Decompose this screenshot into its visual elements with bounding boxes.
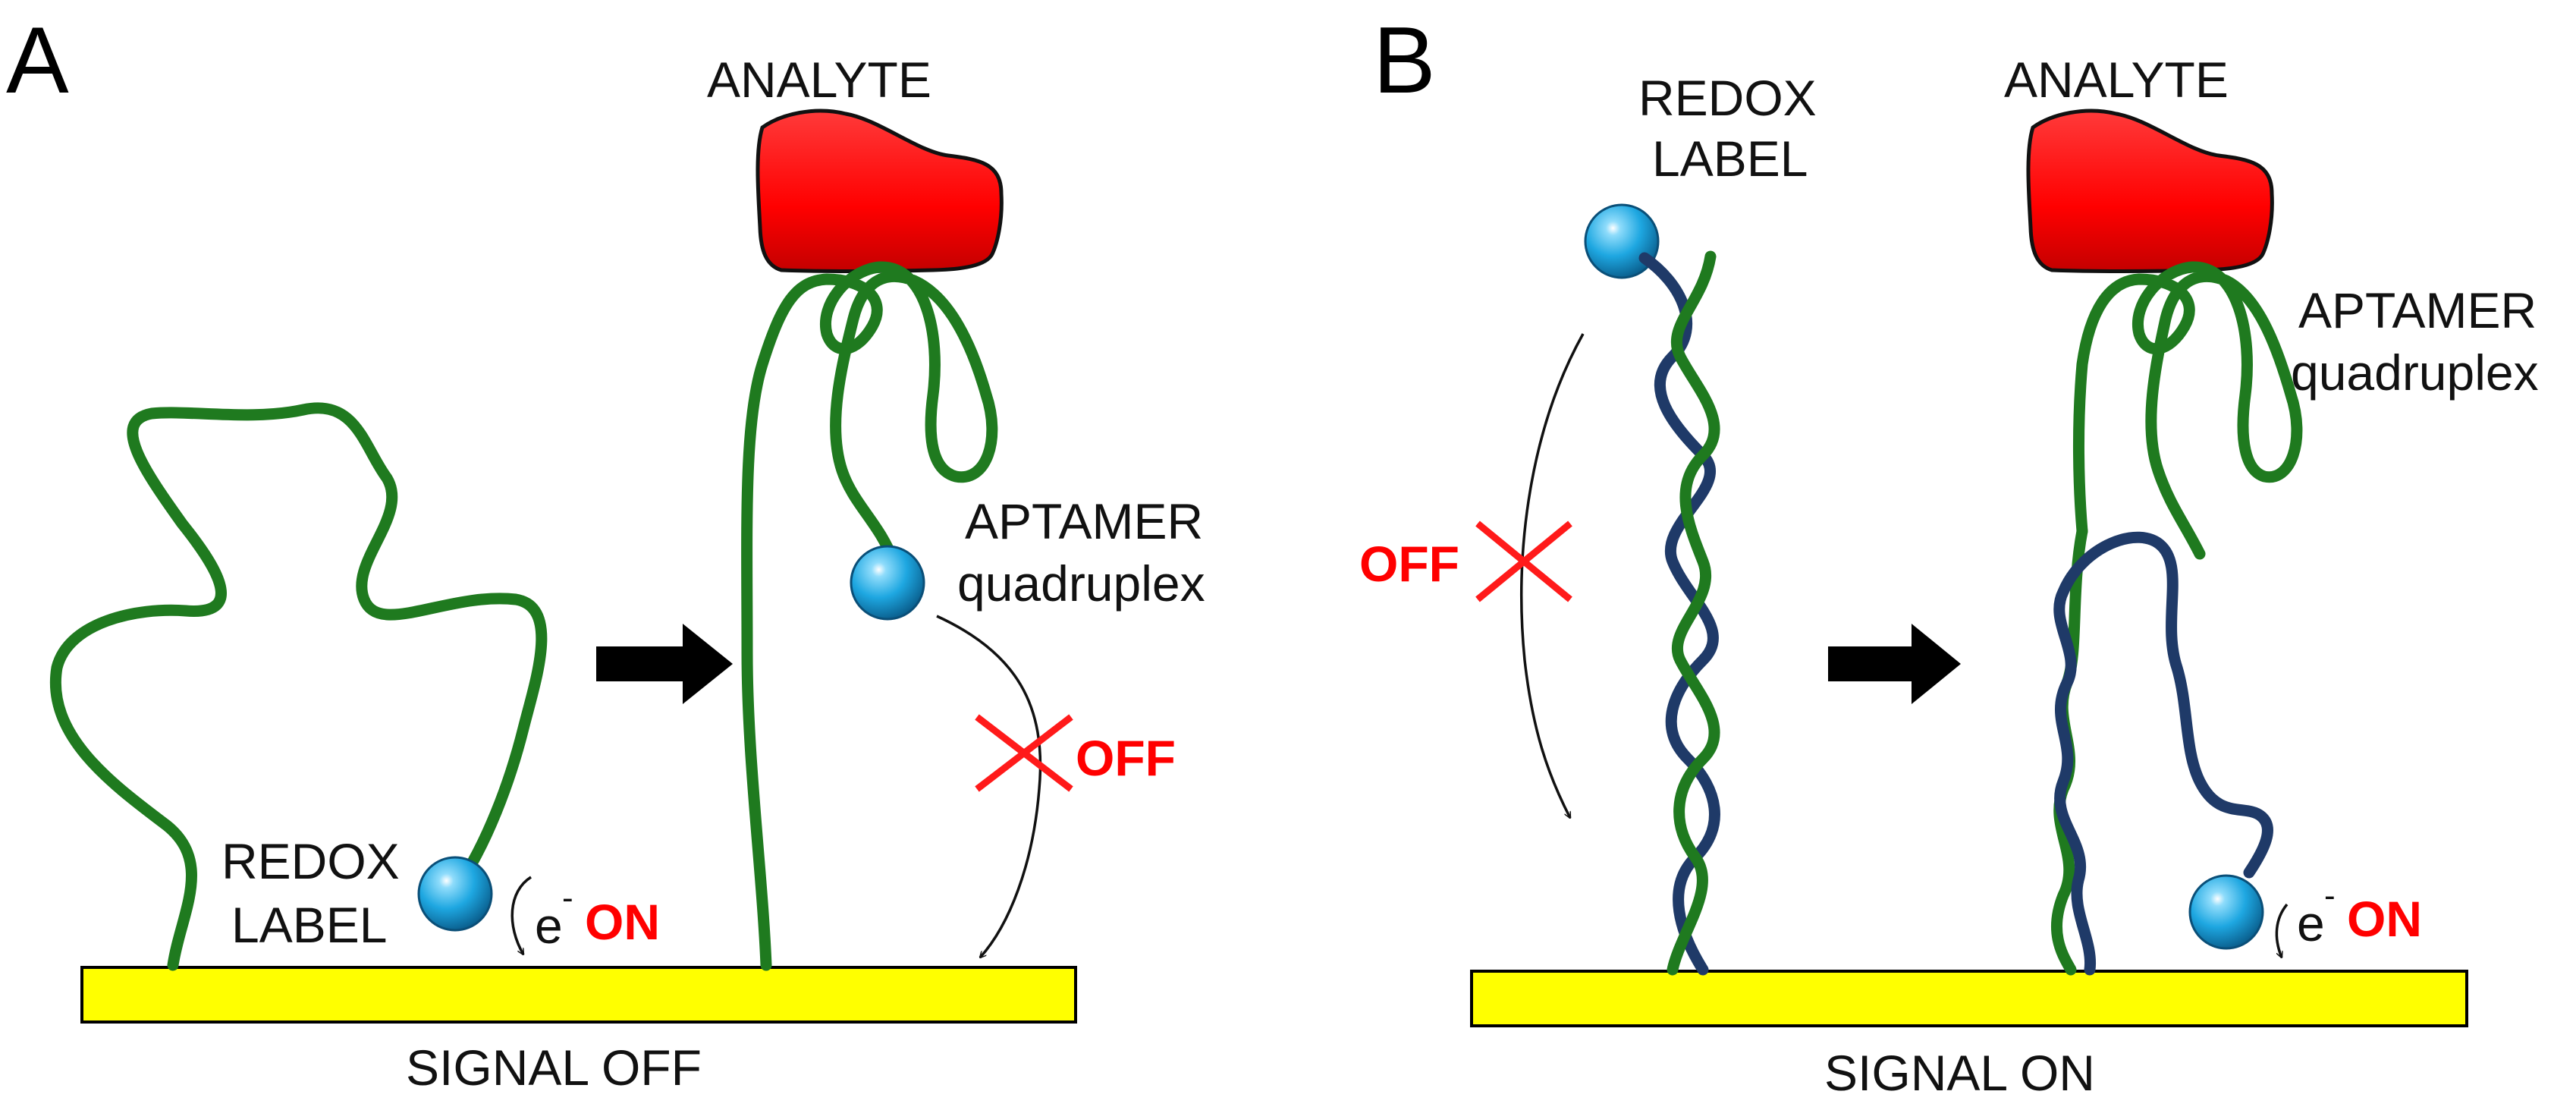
state-on-a: ON bbox=[585, 894, 660, 950]
state-on-b: ON bbox=[2347, 891, 2422, 947]
panel-a: A REDOX LABEL e - ON ANALYTE APTAMER qua… bbox=[6, 8, 1205, 1096]
analyte-b bbox=[2026, 108, 2274, 273]
electrode-a bbox=[80, 966, 1077, 1024]
right-arrow-icon bbox=[596, 624, 733, 704]
aptamer-label-b1: APTAMER bbox=[2298, 282, 2537, 338]
electron-symbol-a: e bbox=[535, 898, 563, 954]
blocked-cross-icon bbox=[975, 714, 1073, 792]
panel-b-letter: B bbox=[1373, 8, 1436, 113]
caption-a: SIGNAL OFF bbox=[406, 1039, 702, 1096]
state-off-b: OFF bbox=[1359, 536, 1459, 592]
redox-label-text-b1: REDOX bbox=[1638, 70, 1817, 126]
redox-label-ball-a bbox=[417, 856, 493, 932]
state-off-a: OFF bbox=[1076, 730, 1176, 786]
blocked-transfer-arrow-icon-b bbox=[1520, 333, 1585, 818]
unfolded-aptamer-strand bbox=[49, 402, 548, 971]
electron-transfer-arrow-icon-b bbox=[2275, 903, 2289, 958]
analyte-label-b: ANALYTE bbox=[2004, 52, 2229, 108]
folded-aptamer-strand-b bbox=[2072, 261, 2303, 560]
electron-symbol-b: e bbox=[2297, 895, 2325, 951]
analyte-label-a: ANALYTE bbox=[707, 52, 931, 108]
electron-charge-a: - bbox=[562, 879, 573, 917]
complementary-strand-b2 bbox=[2053, 531, 2273, 976]
panel-a-letter: A bbox=[6, 8, 69, 113]
analyte-a bbox=[756, 108, 1004, 273]
right-arrow-icon-b bbox=[1828, 624, 1961, 704]
aptamer-label-a2: quadruplex bbox=[957, 555, 1205, 612]
caption-b: SIGNAL ON bbox=[1824, 1045, 2095, 1101]
aptamer-label-a1: APTAMER bbox=[965, 493, 1203, 549]
electron-charge-b: - bbox=[2324, 877, 2336, 914]
electron-transfer-arrow-icon bbox=[510, 876, 532, 954]
redox-label-text-a2: LABEL bbox=[231, 897, 387, 953]
redox-label-text-b2: LABEL bbox=[1652, 131, 1808, 187]
blocked-transfer-arrow-icon bbox=[936, 615, 1042, 958]
aptamer-strand-b bbox=[1667, 250, 1720, 976]
redox-label-text-a1: REDOX bbox=[221, 833, 400, 889]
panel-b: B REDOX LABEL OFF ANALYTE APTAMER quadru… bbox=[1359, 8, 2539, 1101]
folded-aptamer-strand-a bbox=[741, 261, 998, 971]
redox-label-ball-b2 bbox=[2188, 874, 2264, 950]
redox-label-ball-a2 bbox=[850, 545, 925, 621]
electrode-b bbox=[1470, 970, 2468, 1027]
blocked-cross-icon-b bbox=[1475, 520, 1572, 602]
aptamer-label-b2: quadruplex bbox=[2291, 344, 2539, 401]
